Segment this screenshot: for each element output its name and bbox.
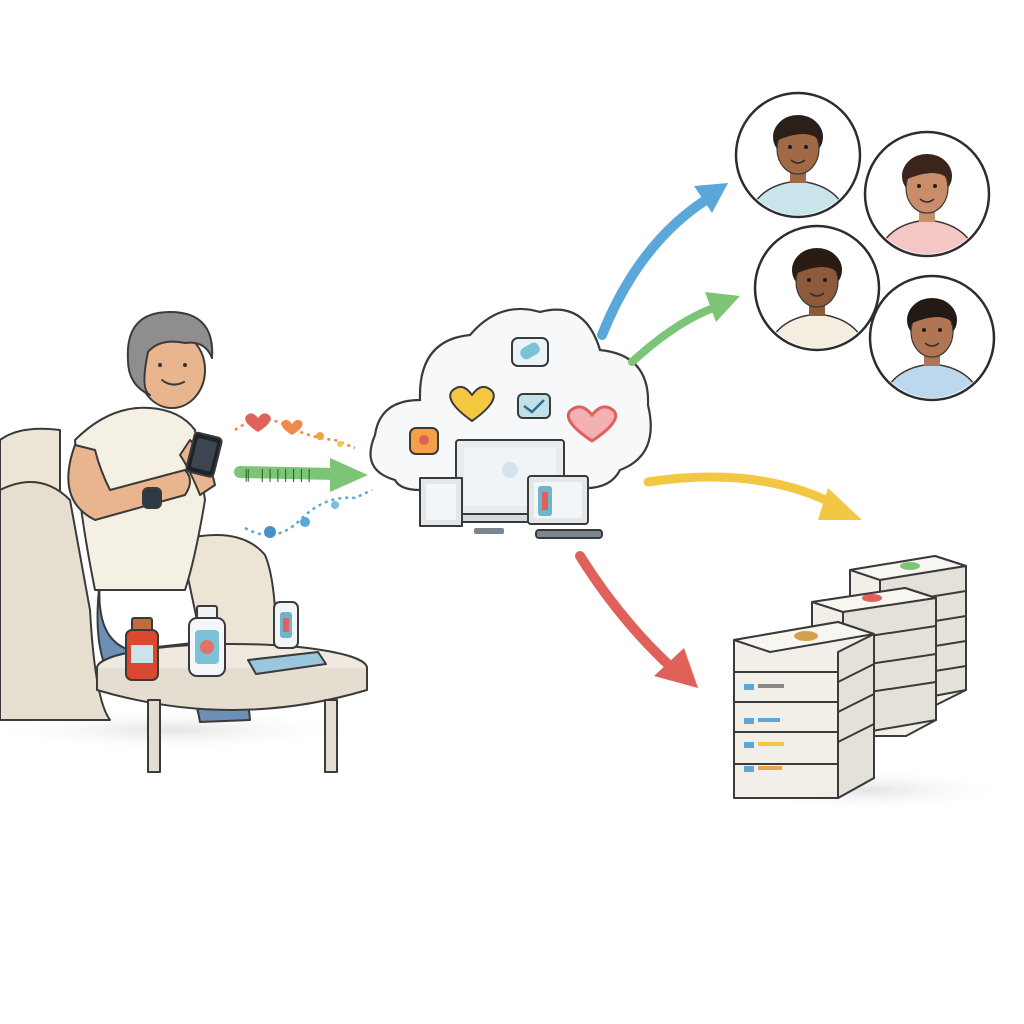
inhaler-icon (273, 601, 299, 649)
heart-icon (566, 405, 618, 443)
record-entry-icon (744, 766, 782, 772)
data-point-icon (264, 526, 276, 538)
heart-icon (449, 385, 495, 422)
monitor-icon (419, 477, 463, 527)
arrow-to-care-team-blue (597, 191, 717, 340)
medication-bottle-red-icon (125, 617, 159, 681)
record-entry-icon (744, 684, 784, 690)
medication-bag-icon (409, 427, 439, 455)
heart-icon (281, 419, 303, 435)
outbound-arrows (575, 183, 862, 688)
clinician-avatar-icon (753, 224, 881, 352)
arrow-to-care-team-green (628, 301, 726, 366)
health-badge-icon (517, 393, 551, 419)
data-stream-label: ∥ ∣∣∣∣∣∣∣ (244, 468, 313, 483)
cloud-icon (369, 307, 652, 492)
vitals-wave-bottom (244, 488, 373, 537)
clinician-avatar-icon (863, 130, 991, 258)
health-records-group (730, 555, 1010, 812)
smartphone-icon (185, 431, 223, 478)
patient-hair (126, 311, 214, 396)
arrow-to-records-yellow (643, 472, 843, 511)
side-table-icon (96, 643, 368, 773)
heart-icon (245, 413, 271, 432)
server-stack-front (733, 621, 875, 799)
data-point-icon (300, 517, 310, 527)
glucose-meter-icon (247, 651, 327, 675)
smartwatch-icon (142, 487, 162, 509)
patient-group (0, 311, 368, 773)
data-point-icon (337, 441, 343, 447)
data-upload-arrow (234, 466, 341, 480)
medication-bottle-white-icon (188, 605, 226, 677)
pill-icon (511, 337, 549, 367)
record-entry-icon (744, 718, 780, 724)
clinician-avatar-icon (868, 274, 996, 402)
data-stream-group: ∥ ∣∣∣∣∣∣∣ (234, 413, 373, 538)
device-base (474, 528, 504, 534)
cloud-platform-group (369, 307, 652, 539)
data-point-icon (316, 432, 324, 440)
record-entry-icon (744, 742, 784, 748)
device-base (535, 529, 603, 539)
tablet-icon (527, 475, 589, 525)
care-team-group (734, 91, 996, 402)
clinician-avatar-icon (734, 91, 862, 219)
arrow-to-records-red (575, 551, 677, 673)
data-point-icon (331, 501, 339, 509)
